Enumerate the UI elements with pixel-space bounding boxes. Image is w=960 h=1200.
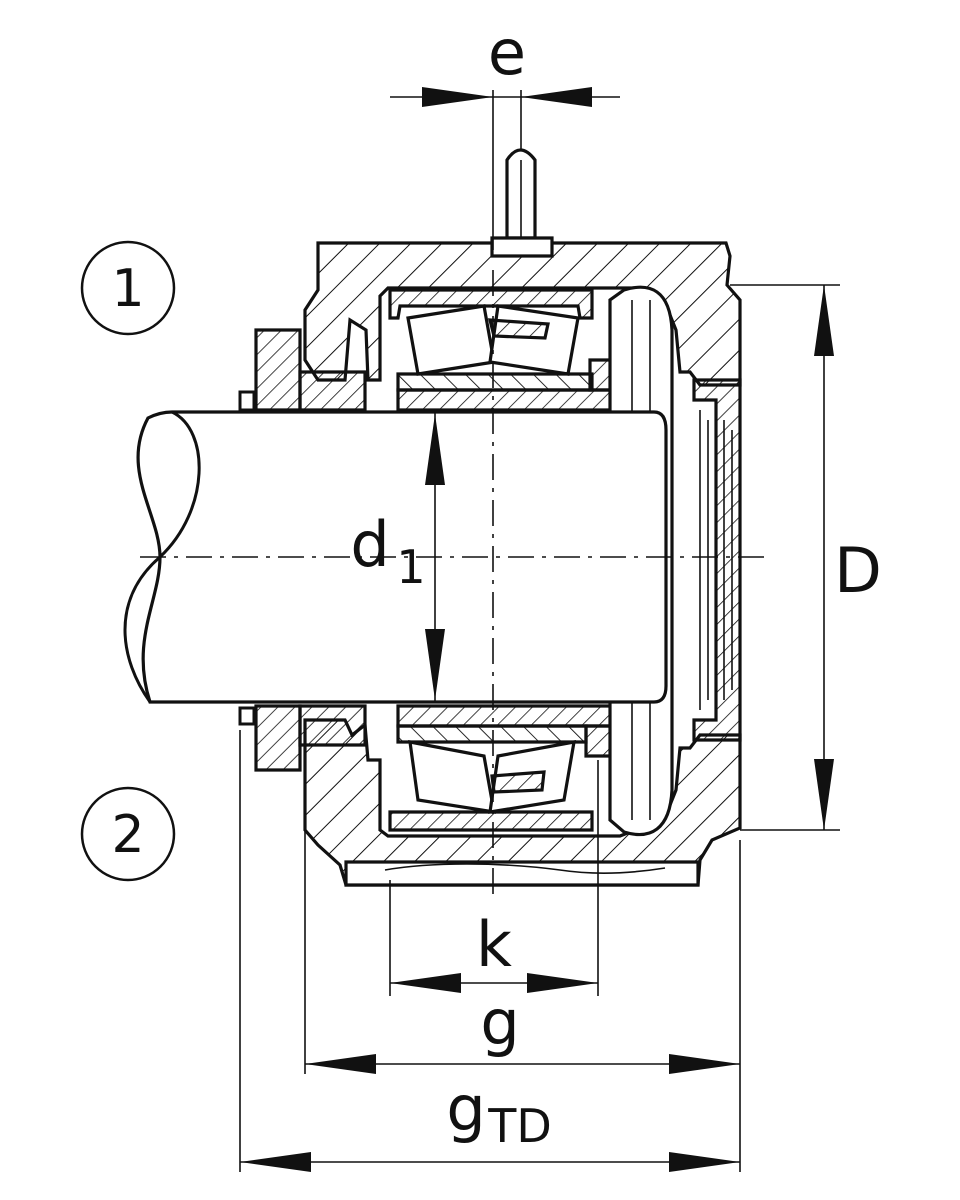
- label-k: k: [476, 908, 512, 981]
- dimension-d1: [425, 412, 445, 702]
- dimension-e: [390, 87, 620, 250]
- bearing-top: [388, 288, 634, 412]
- label-g: g: [480, 986, 519, 1059]
- dimension-gtd: [239, 730, 740, 1172]
- bearing-bottom: [388, 704, 634, 832]
- seal-left: [238, 328, 367, 772]
- label-D: D: [834, 534, 882, 607]
- label-d1: d: [350, 508, 389, 581]
- callout-1: 1: [80, 240, 176, 336]
- label-gtd-subscript: TD: [487, 1099, 552, 1153]
- callout-1-number: 1: [111, 259, 144, 319]
- callout-2: 2: [80, 786, 176, 882]
- grease-nipple: [490, 148, 554, 258]
- dimension-g: [304, 830, 741, 1172]
- label-d1-subscript: 1: [396, 540, 425, 594]
- label-gtd: g: [446, 1072, 485, 1145]
- callout-2-number: 2: [111, 805, 144, 865]
- dimension-k: [389, 760, 599, 996]
- label-e: e: [488, 16, 526, 89]
- housing: [303, 241, 742, 887]
- dimension-D: [730, 284, 840, 831]
- shaft: [123, 410, 668, 704]
